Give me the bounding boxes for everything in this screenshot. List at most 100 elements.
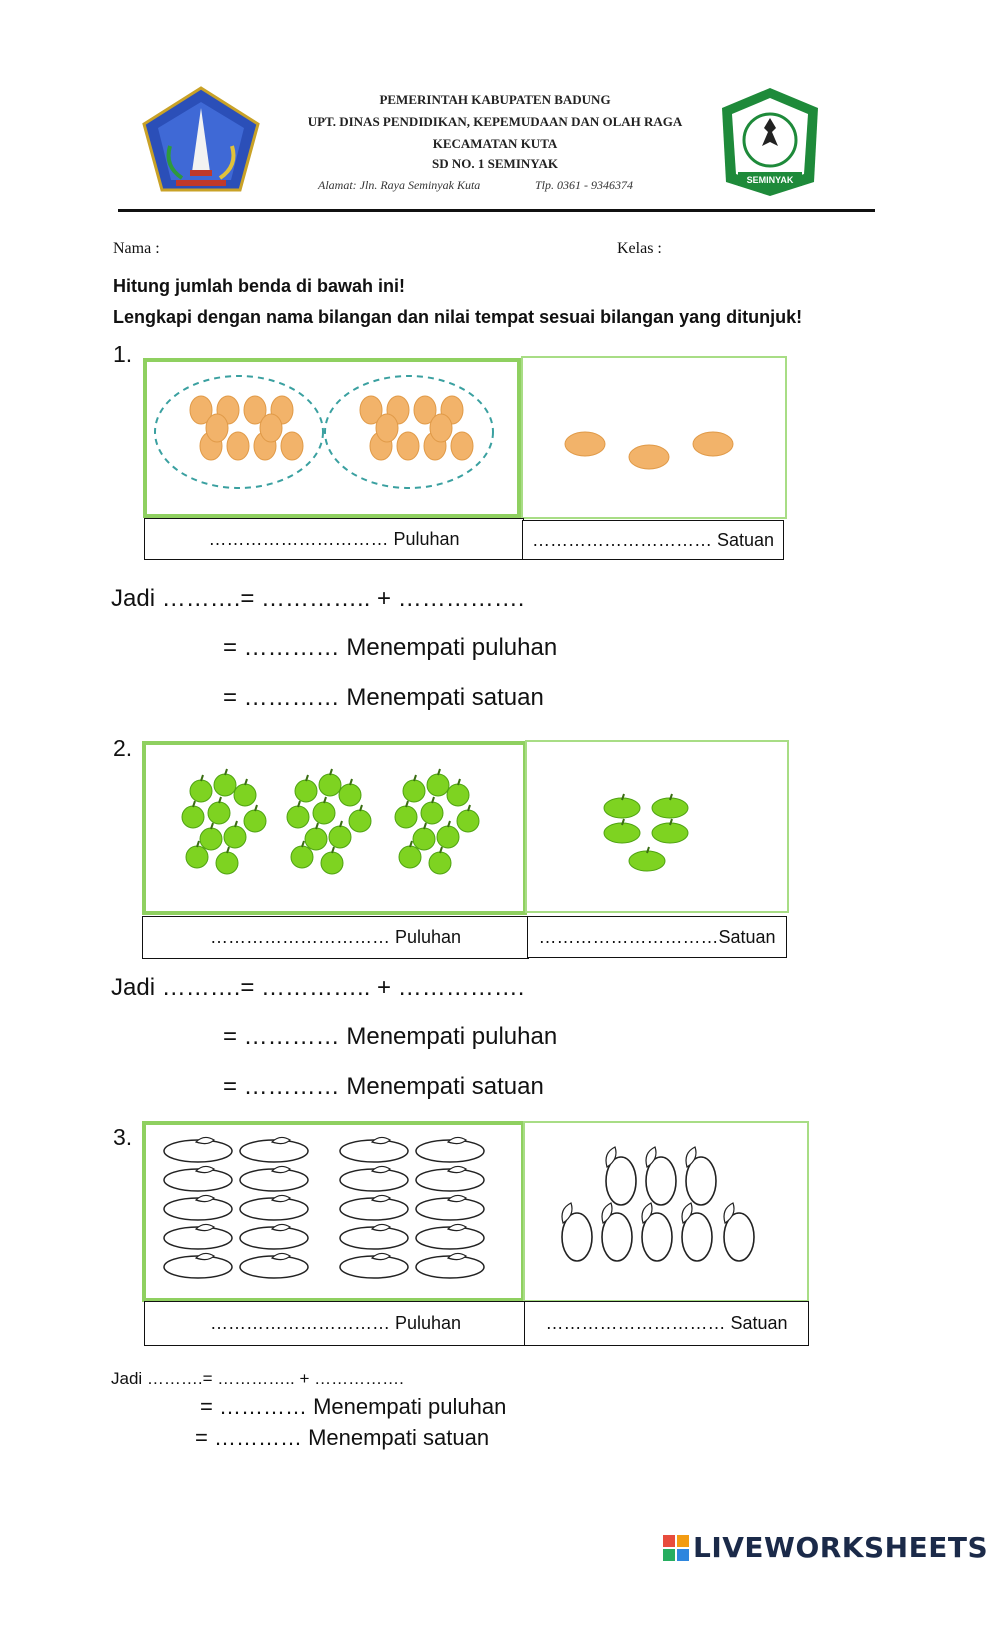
apple-icon: [185, 845, 209, 869]
watermark-text: LIVEWORKSHEETS: [693, 1531, 989, 1564]
header-line-1: PEMERINTAH KABUPATEN BADUNG: [379, 92, 611, 107]
apple-icon: [213, 773, 237, 797]
apple-icon: [320, 851, 344, 875]
fruit-outline-icon: [339, 1226, 409, 1250]
fruit-outline-icon: [163, 1226, 233, 1250]
apple-icon: [215, 851, 239, 875]
fruit-outline-icon: [561, 1212, 593, 1262]
jadi-line: Jadi ……….= ………….. + …………….: [111, 974, 525, 1001]
tens-box: [142, 1121, 525, 1302]
tens-box: [143, 358, 521, 518]
badung-regency-logo: [142, 86, 260, 192]
puluhan-answer-box[interactable]: ………………………… Puluhan: [142, 916, 529, 959]
fruit-outline-icon: [339, 1139, 409, 1163]
nama-label: Nama :: [113, 240, 160, 257]
header-line-3: KECAMATAN KUTA: [432, 136, 558, 151]
single-apples: [603, 793, 689, 872]
satuan-answer-box[interactable]: ………………………… Satuan: [524, 1301, 809, 1346]
fruit-outline-icon: [723, 1212, 755, 1262]
egg-groups: [154, 375, 494, 489]
fruit-outline-icon: [239, 1197, 309, 1221]
liveworksheets-logo-icon: [663, 1534, 689, 1561]
fruit-outline-icon: [163, 1139, 233, 1163]
apple-icon: [426, 773, 450, 797]
apple-icon: [189, 779, 213, 803]
satuan-equation: = ………… Menempati satuan: [195, 1425, 490, 1450]
header-rule: [118, 209, 875, 212]
apple-icon: [394, 805, 418, 829]
fruit-outline-icon: [339, 1168, 409, 1192]
fruit-outline-icon: [163, 1168, 233, 1192]
apple-icon: [290, 845, 314, 869]
fruit-outline-groups: [163, 1136, 485, 1279]
fruit-outline-icon: [681, 1212, 713, 1262]
fruit-outline-icon: [239, 1255, 309, 1279]
apple-icon: [402, 779, 426, 803]
apple-icon: [207, 801, 231, 825]
apple-icon: [304, 827, 328, 851]
apple-icon: [398, 845, 422, 869]
kelas-label: Kelas :: [617, 240, 662, 257]
apple-icon: [294, 779, 318, 803]
question-number: 2.: [113, 735, 133, 761]
school-logo-text: SEMINYAK: [747, 175, 794, 185]
fruit-outline-icon: [415, 1168, 485, 1192]
apple-icon: [243, 809, 267, 833]
fruit-outline-icon: [415, 1197, 485, 1221]
apple-icon: [420, 801, 444, 825]
school-logo: SEMINYAK: [722, 88, 818, 196]
fruit-outline-icon: [239, 1168, 309, 1192]
fruit-outline-icon: [239, 1139, 309, 1163]
apple-icon: [233, 783, 257, 807]
fruit-outline-icon: [163, 1255, 233, 1279]
single-eggs: [564, 431, 734, 470]
satuan-equation: = ………… Menempati satuan: [223, 684, 544, 711]
question-number: 1.: [113, 341, 133, 367]
fruit-outline-icon: [415, 1226, 485, 1250]
puluhan-equation: = ………… Menempati puluhan: [223, 634, 558, 661]
apple-icon: [318, 773, 342, 797]
satuan-answer-box[interactable]: …………………………Satuan: [527, 916, 787, 958]
fruit-outline-icon: [339, 1197, 409, 1221]
puluhan-equation: = ………… Menempati puluhan: [223, 1023, 558, 1050]
jadi-line: Jadi ……….= ………….. + …………….: [111, 585, 525, 612]
ones-box: [521, 356, 787, 519]
tens-box: [142, 741, 527, 915]
instruction-2: Lengkapi dengan nama bilangan dan nilai …: [113, 307, 803, 327]
apple-icon: [446, 783, 470, 807]
header-phone: Tlp. 0361 - 9346374: [535, 178, 634, 192]
apple-icon: [286, 805, 310, 829]
header-line-2: UPT. DINAS PENDIDIKAN, KEPEMUDAAN DAN OL…: [307, 114, 683, 129]
fruit-outline-icon: [163, 1197, 233, 1221]
fruit-outline-icon: [415, 1139, 485, 1163]
satuan-equation: = ………… Menempati satuan: [223, 1073, 544, 1100]
header-line-4: SD NO. 1 SEMINYAK: [432, 156, 558, 171]
instruction-1: Hitung jumlah benda di bawah ini!: [113, 276, 405, 296]
apple-icon: [312, 801, 336, 825]
apple-icon: [436, 825, 460, 849]
apple-icon: [338, 783, 362, 807]
fruit-outline-icon: [645, 1156, 677, 1206]
school-header: PEMERINTAH KABUPATEN BADUNG UPT. DINAS P…: [0, 0, 1000, 220]
satuan-answer-box[interactable]: ………………………… Satuan: [522, 520, 784, 560]
apple-icon: [412, 827, 436, 851]
fruit-outline-icon: [239, 1226, 309, 1250]
fruit-outline-icon: [605, 1156, 637, 1206]
ones-box: [525, 740, 789, 913]
puluhan-answer-box[interactable]: ………………………… Puluhan: [144, 1301, 527, 1346]
apple-icon: [223, 825, 247, 849]
fruit-outline-icon: [685, 1156, 717, 1206]
header-address: Alamat: Jln. Raya Seminyak Kuta: [318, 178, 481, 192]
jadi-line: Jadi ……….= ………….. + …………….: [111, 1369, 404, 1388]
apple-icon: [328, 825, 352, 849]
liveworksheets-watermark: LIVEWORKSHEETS: [663, 1531, 988, 1564]
puluhan-answer-box[interactable]: ………………………… Puluhan: [144, 518, 524, 560]
apple-icon: [181, 805, 205, 829]
fruit-outline-icon: [641, 1212, 673, 1262]
question-number: 3.: [113, 1124, 133, 1150]
single-fruit-outlines: [561, 1146, 755, 1262]
apple-icon: [456, 809, 480, 833]
fruit-outline-icon: [601, 1212, 633, 1262]
apple-icon: [199, 827, 223, 851]
ones-box: [523, 1121, 809, 1302]
